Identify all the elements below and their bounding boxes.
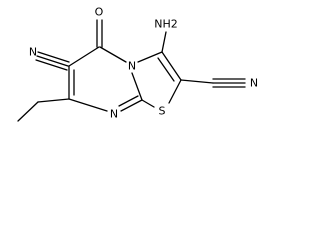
atom-n-nitrile-c6: N (29, 46, 37, 59)
atom-label-layer: N O NH2 N N S N (29, 6, 258, 121)
bond-c8a-n1-2 (118, 95, 139, 107)
atom-n-bridgehead: N (128, 60, 136, 73)
bond-ethyl-ch2-ch3 (17, 101, 39, 122)
bond-n1-c7 (68, 98, 108, 112)
bond-c8a-n4 (131, 72, 143, 101)
atom-nh2-amino: NH2 (154, 18, 178, 31)
bond-s-c8a (141, 99, 155, 108)
bond-c7-ethyl-ch2 (37, 98, 70, 103)
bond-c5-n4 (99, 46, 127, 63)
bond-c2-s (168, 79, 182, 104)
atom-s-thiazole: S (159, 105, 166, 118)
bond-c3-c2-1 (161, 51, 182, 81)
bond-nitrile-c6-2 (37, 51, 70, 63)
bond-n4-c3 (137, 51, 163, 63)
bond-layer (17, 19, 246, 122)
bond-c6-c5 (68, 46, 100, 67)
atom-n-pyrimidine: N (110, 108, 118, 121)
bond-c3-nh2 (161, 31, 167, 53)
bond-nitrile-c6-3 (35, 59, 68, 71)
atom-o-keto: O (95, 6, 104, 19)
bond-c8a-n1-1 (120, 99, 143, 112)
chemical-structure-diagram: N O NH2 N N S N (17, 6, 258, 122)
bond-nitrile-c6-1 (36, 55, 69, 67)
atom-n-nitrile-c2: N (250, 77, 258, 90)
bond-c2-cn (180, 79, 214, 84)
bond-c3-c2-2 (157, 57, 175, 82)
